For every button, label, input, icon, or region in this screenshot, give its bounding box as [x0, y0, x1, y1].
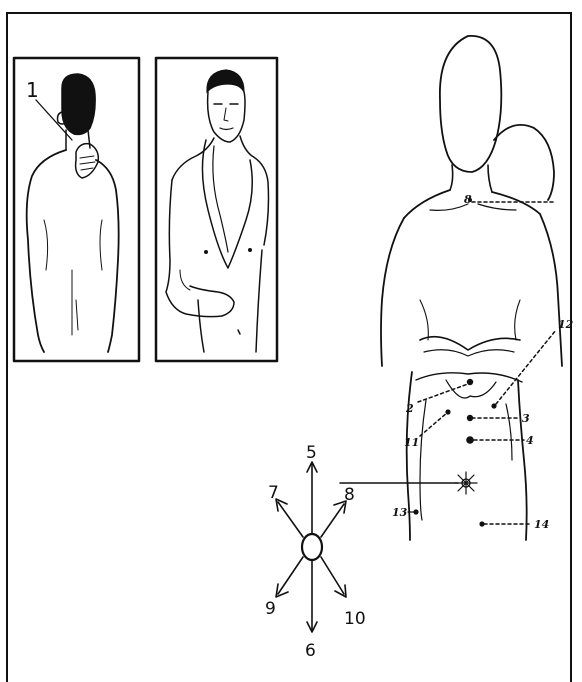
- lower-right: [518, 380, 527, 540]
- shoulders-line: [404, 190, 540, 218]
- panel-back-view: [14, 58, 139, 361]
- label-13: 13: [392, 506, 408, 519]
- label-11: 11: [404, 436, 419, 449]
- arrow-8: [321, 504, 344, 537]
- label-1: 1: [26, 78, 39, 102]
- label-8-compass: 8: [344, 485, 355, 505]
- label-14: 14: [534, 518, 549, 531]
- direction-compass: [276, 462, 346, 632]
- hand-on-neck: [76, 144, 99, 178]
- torso-sides: [198, 250, 262, 352]
- head-dark: [62, 74, 95, 134]
- label-3: 3: [522, 412, 530, 425]
- label-8: 8: [464, 193, 472, 206]
- back-left-outline: [27, 150, 66, 352]
- spine: [72, 270, 78, 335]
- panel-front-view: [156, 58, 277, 361]
- face: [208, 92, 245, 142]
- label-2: 2: [405, 402, 414, 415]
- label-9: 9: [265, 599, 276, 619]
- point-4-dot: [466, 436, 474, 444]
- torso-diagram: [340, 36, 562, 540]
- mouth: [220, 128, 233, 130]
- hair: [207, 70, 244, 92]
- fingers: [80, 156, 95, 170]
- back-right-outline: [96, 160, 119, 352]
- bent-arm: [166, 180, 234, 317]
- shoulder-blades: [44, 220, 102, 270]
- label-4: 4: [526, 434, 534, 447]
- label-6: 6: [305, 641, 316, 661]
- side-contours: [420, 300, 520, 340]
- torso-neck: [450, 165, 492, 192]
- nose: [224, 108, 228, 121]
- navel: [238, 330, 240, 334]
- inner-left: [420, 400, 426, 520]
- compass-center: [302, 534, 322, 560]
- label-5: 5: [306, 443, 317, 463]
- nipple-right: [248, 248, 252, 252]
- inner-right: [506, 404, 512, 460]
- chest-line: [420, 337, 520, 350]
- label-10: 10: [344, 609, 366, 629]
- body-right: [540, 214, 562, 366]
- right-shoulder: [240, 136, 269, 245]
- torso-head: [440, 36, 501, 172]
- label-7: 7: [268, 483, 279, 503]
- point-2-line: [418, 384, 468, 402]
- lower-left: [407, 372, 412, 540]
- point-2-dot: [467, 379, 473, 385]
- arrow-7: [278, 502, 303, 537]
- left-shoulder: [172, 138, 214, 180]
- arrow-10: [321, 557, 344, 594]
- point-12-line: [496, 330, 556, 404]
- label-12: 12: [558, 318, 574, 331]
- arrow-9: [278, 557, 303, 594]
- body-left: [381, 218, 404, 366]
- shoulder-bump: [494, 125, 554, 200]
- chest-line-2: [424, 350, 514, 356]
- collarbones: [430, 204, 516, 210]
- nipple-left: [204, 250, 208, 254]
- elbow: [180, 270, 190, 290]
